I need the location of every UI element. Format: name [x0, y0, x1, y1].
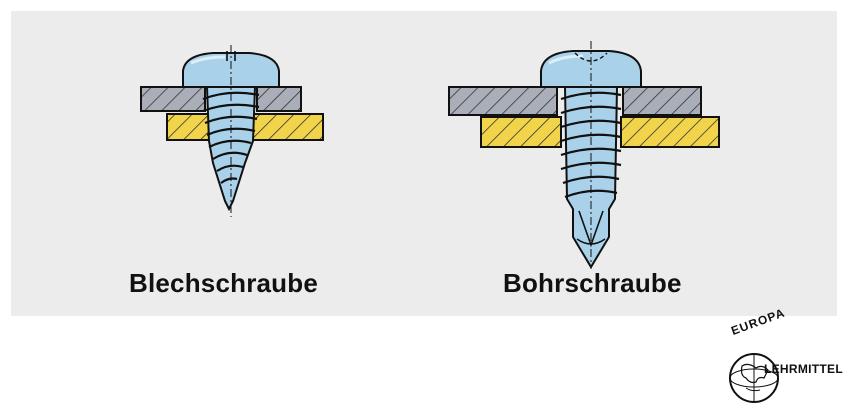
- wood-board-left: [480, 116, 562, 148]
- steel-sheet-left: [140, 86, 206, 112]
- wood-board-left: [166, 113, 216, 141]
- logo-bottom-text: LEHRMITTEL: [764, 362, 843, 376]
- wood-board-right: [252, 113, 324, 141]
- illustration-panel: Blechschraube: [11, 11, 837, 316]
- steel-sheet-right: [622, 86, 702, 116]
- screw-head: [182, 52, 280, 88]
- wood-board-right: [620, 116, 720, 148]
- steel-sheet-right: [256, 86, 302, 112]
- europa-lehrmittel-logo: EUROPA LEHRMITTEL: [712, 306, 844, 406]
- screw-threads: [202, 91, 260, 184]
- bohrschraube-label: Bohrschraube: [503, 268, 682, 298]
- globe-icon: [729, 353, 779, 403]
- blechschraube-label: Blechschraube: [129, 268, 319, 298]
- blechschraube-illustration: [140, 45, 324, 217]
- steel-sheet-left: [448, 86, 558, 116]
- bohrschraube-illustration: [448, 41, 720, 269]
